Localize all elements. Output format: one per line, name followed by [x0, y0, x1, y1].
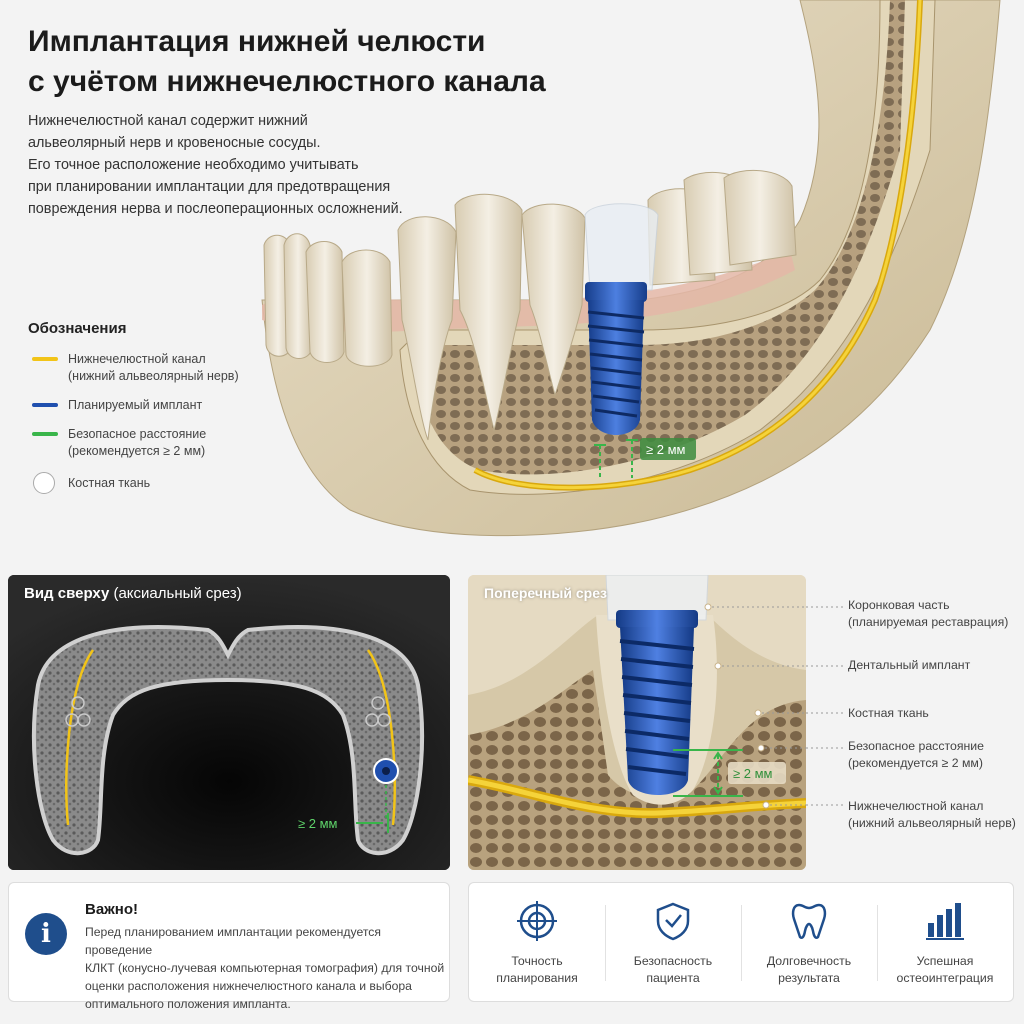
label-crown: Коронковая часть (планируемая реставраци… — [848, 598, 1009, 629]
benefit-safety: Безопасность пациента — [605, 883, 741, 1003]
divider — [741, 905, 742, 981]
label-implant: Дентальный имплант — [848, 658, 971, 672]
top-view-title: Вид сверху (аксиальный срез) — [24, 585, 242, 602]
safe-swatch — [32, 432, 58, 436]
cross-crown — [605, 575, 709, 621]
cross-implant — [616, 610, 698, 795]
jaw-arch-axial — [32, 625, 424, 856]
divider — [877, 905, 878, 981]
label-safe-distance: Безопасное расстояние (рекомендуется ≥ 2… — [848, 739, 984, 770]
implant-swatch — [32, 403, 58, 407]
legend-item-implant: Планируемый имплант — [28, 397, 288, 414]
benefits-bar: Точность планирования Безопасность пацие… — [468, 882, 1014, 1002]
important-note: i Важно! Перед планированием имплантации… — [8, 882, 450, 1011]
target-icon — [517, 901, 557, 941]
cross-section-title: Поперечный срез — [484, 585, 607, 601]
benefit-durability: Долговечность результата — [741, 883, 877, 1003]
safe-distance-marker — [594, 439, 638, 478]
important-title: Важно! — [85, 901, 139, 918]
teeth — [263, 169, 797, 441]
jaw-illustration: ≥ 2 мм — [261, 0, 1001, 537]
legend-title: Обозначения — [28, 320, 127, 337]
cross-section-illustration: ≥ 2 мм — [468, 575, 806, 870]
legend-item-canal: Нижнечелюстной канал (нижний альвеолярны… — [28, 351, 288, 385]
axial-distance-label: ≥ 2 мм — [298, 816, 338, 831]
label-canal: Нижнечелюстной канал (нижний альвеолярны… — [848, 799, 1016, 830]
axial-scan: ≥ 2 мм — [8, 575, 450, 870]
benefit-osseointegration: Успешная остеоинтеграция — [877, 883, 1013, 1003]
label-bone: Костная ткань — [848, 706, 929, 720]
label-leader-lines — [806, 606, 844, 806]
bone-swatch — [33, 472, 55, 494]
info-icon: i — [25, 913, 67, 955]
canal-swatch — [32, 357, 58, 361]
gum-tissue — [262, 250, 795, 332]
important-text: Перед планированием имплантации рекоменд… — [85, 925, 445, 1011]
page-title: Имплантация нижней челюсти с учётом нижн… — [28, 25, 546, 98]
cross-section-panel: ≥ 2 мм Поперечный срез — [468, 575, 806, 870]
shield-check-icon — [656, 902, 690, 941]
implant-fixture — [585, 282, 647, 435]
cross-spongy-bone — [468, 670, 806, 870]
spongy-bone — [415, 0, 905, 475]
cross-section-labels: Коронковая часть (планируемая реставраци… — [806, 575, 1024, 870]
divider — [605, 905, 606, 981]
legend: Обозначения Нижнечелюстной канал (нижний… — [28, 320, 288, 504]
benefit-precision: Точность планирования — [469, 883, 605, 1003]
top-view-panel: ≥ 2 мм Вид сверху (аксиальный срез) — [8, 575, 450, 870]
cross-distance-label: ≥ 2 мм — [733, 766, 773, 781]
legend-item-bone: Костная ткань — [28, 472, 288, 494]
legend-item-safe: Безопасное расстояние (рекомендуется ≥ 2… — [28, 426, 288, 460]
implant-crown — [584, 203, 659, 291]
description: Нижнечелюстной канал содержит нижний аль… — [28, 113, 403, 217]
main-distance-label: ≥ 2 мм — [646, 442, 686, 457]
bar-chart-icon — [926, 903, 964, 940]
tooth-icon — [791, 903, 827, 939]
